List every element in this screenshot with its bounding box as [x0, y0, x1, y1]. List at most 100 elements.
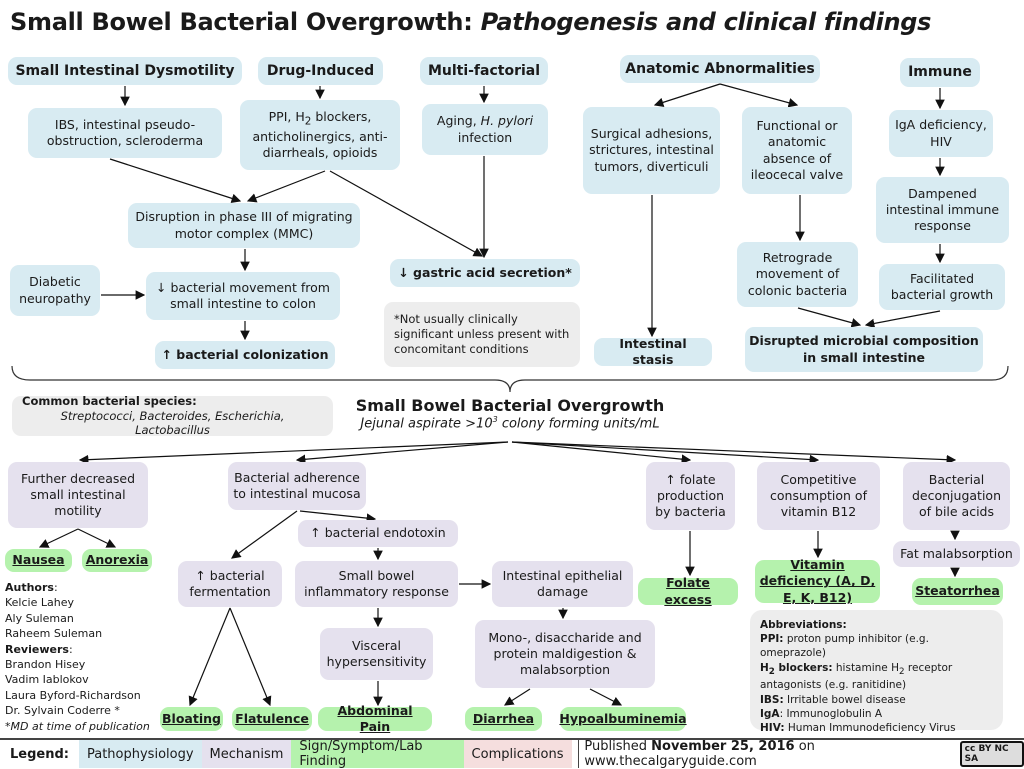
t: proton pump inhibitor (e.g. omeprazole)	[760, 633, 929, 660]
box-iga: IgA deficiency, HIV	[889, 110, 993, 157]
box-dampened: Dampened intestinal immune response	[876, 177, 1009, 243]
legend-complications: Complications	[463, 740, 572, 768]
box-colonization: ↑ bacterial colonization	[155, 341, 335, 369]
t: IgA	[760, 707, 780, 720]
published: Published November 25, 2016 on www.theca…	[584, 739, 949, 769]
title-sub: Pathogenesis and clinical findings	[480, 8, 932, 36]
legend-label: Legend:	[10, 746, 69, 762]
reviewer: Laura Byford-Richardson	[5, 688, 141, 702]
t: H	[760, 661, 769, 674]
central-title: Small Bowel Bacterial Overgrowth Jejunal…	[340, 396, 680, 431]
t: PPI, H	[268, 108, 305, 124]
author: Aly Suleman	[5, 611, 74, 625]
box-functional: Functional or anatomic absence of ileoce…	[742, 107, 852, 194]
finding-nausea: Nausea	[5, 549, 72, 572]
note-gastric: *Not usually clinically significant unle…	[384, 302, 580, 367]
legend-sign: Sign/Symptom/Lab Finding	[291, 739, 464, 769]
drugs-text: PPI, H2 blockers, anticholinergics, anti…	[244, 109, 396, 162]
t: colony forming units/mL	[497, 416, 660, 432]
t: H. pylori	[480, 113, 534, 129]
t: 3	[492, 415, 498, 424]
authors-heading: Authors:	[5, 581, 58, 594]
t: receptor antagonists (e.g. ranitidine)	[760, 661, 953, 692]
box-epithelial: Intestinal epithelial damage	[492, 561, 633, 607]
author: Raheem Suleman	[5, 627, 103, 641]
box-endotoxin: ↑ bacterial endotoxin	[298, 520, 458, 547]
t: 2	[304, 115, 312, 128]
category-drug-induced: Drug-Induced	[258, 57, 383, 85]
box-disrupted: Disrupted microbial composition in small…	[745, 327, 983, 372]
aging-text: Aging, H. pylori infection	[426, 113, 544, 146]
box-stasis: Intestinal stasis	[594, 336, 712, 367]
t: blockers, anticholinergics, anti-diarrhe…	[252, 108, 388, 161]
category-immune: Immune	[900, 58, 980, 87]
reviewers-heading: Reviewers:	[5, 642, 73, 656]
t: histamine H	[832, 661, 899, 674]
finding-steatorrhea: Steatorrhea	[912, 578, 1003, 605]
t: Aging,	[436, 113, 481, 129]
title-main: Small Bowel Bacterial Overgrowth:	[10, 8, 473, 36]
box-mmc: Disruption in phase III of migrating mot…	[128, 203, 360, 248]
abbrev-title: Abbreviations:	[760, 619, 847, 631]
t: 2	[899, 666, 905, 677]
central-title-sub: Jejunal aspirate >103 colony forming uni…	[340, 415, 680, 431]
category-dysmotility: Small Intestinal Dysmotility	[8, 57, 242, 85]
finding-folate-excess: Folate excess	[638, 575, 738, 607]
box-drugs: PPI, H2 blockers, anticholinergics, anti…	[240, 100, 400, 170]
box-adherence: Bacterial adherence to intestinal mucosa	[228, 462, 366, 510]
t: blockers:	[774, 661, 833, 674]
t: IBS:	[760, 693, 784, 706]
reviewer: Dr. Sylvain Coderre *	[5, 704, 120, 718]
page-title: Small Bowel Bacterial Overgrowth: Pathog…	[10, 8, 931, 36]
box-surgical: Surgical adhesions, strictures, intestin…	[583, 107, 720, 194]
t: HIV:	[760, 721, 785, 734]
t: November 25, 2016	[651, 739, 795, 754]
t: infection	[457, 129, 513, 145]
box-aging: Aging, H. pylori infection	[422, 104, 548, 155]
box-retrograde: Retrograde movement of colonic bacteria	[737, 242, 858, 307]
t: Human Immunodeficiency Virus	[784, 721, 956, 734]
category-anatomic: Anatomic Abnormalities	[620, 55, 820, 83]
authors-block: Authors: Kelcie Lahey Aly Suleman Raheem…	[5, 580, 150, 734]
finding-bloating: Bloating	[160, 707, 223, 731]
finding-anorexia: Anorexia	[82, 549, 152, 572]
t: 2	[768, 666, 775, 677]
authors-note: *MD at time of publication	[5, 719, 150, 733]
t: Published	[584, 739, 652, 754]
t: Jejunal aspirate >10	[360, 416, 493, 432]
cc-license-icon: cc BY NC SA	[959, 741, 1024, 767]
box-ibs: IBS, intestinal pseudo-obstruction, scle…	[28, 108, 222, 158]
abbreviations-box: Abbreviations: PPI: proton pump inhibito…	[750, 610, 1003, 734]
footer: Legend: Pathophysiology Mechanism Sign/S…	[0, 738, 1024, 769]
species-list: Streptococci, Bacteroides, Escherichia, …	[60, 408, 285, 438]
box-folate: ↑ folate production by bacteria	[646, 462, 735, 530]
finding-hypoalbuminemia: Hypoalbuminemia	[559, 707, 687, 731]
box-b12: Competitive consumption of vitamin B12	[757, 462, 880, 530]
finding-vitamin-deficiency: Vitamin deficiency (A, D, E, K, B12)	[755, 557, 880, 605]
box-movement: ↓ bacterial movement from small intestin…	[146, 272, 340, 320]
t: PPI:	[760, 633, 784, 646]
box-diabetic: Diabetic neuropathy	[10, 265, 100, 316]
arrow-group	[38, 83, 960, 707]
central-title-main: Small Bowel Bacterial Overgrowth	[355, 396, 665, 415]
box-motility: Further decreased small intestinal motil…	[8, 462, 148, 528]
box-inflammatory: Small bowel inflammatory response	[295, 561, 458, 607]
box-facilitated: Facilitated bacterial growth	[879, 264, 1005, 310]
box-fermentation: ↑ bacterial fermentation	[178, 561, 282, 607]
legend-pathophysiology: Pathophysiology	[78, 740, 202, 768]
t: : Immunoglobulin A	[779, 707, 883, 720]
t: Irritable bowel disease	[783, 693, 906, 706]
reviewer: Vadim Iablokov	[5, 673, 89, 687]
box-visceral: Visceral hypersensitivity	[320, 628, 433, 680]
t: Reviewers	[5, 642, 69, 656]
t: on www.thecalgaryguide.com	[584, 739, 815, 769]
finding-abdominal-pain: Abdominal Pain	[318, 703, 432, 734]
box-fat: Fat malabsorption	[893, 541, 1020, 567]
box-bile: Bacterial deconjugation of bile acids	[903, 462, 1010, 530]
species-label: Common bacterial species:	[22, 393, 197, 408]
finding-flatulence: Flatulence	[232, 707, 312, 731]
reviewer: Brandon Hisey	[5, 657, 86, 671]
t: Authors	[5, 581, 54, 594]
category-multifactorial: Multi-factorial	[420, 57, 548, 85]
